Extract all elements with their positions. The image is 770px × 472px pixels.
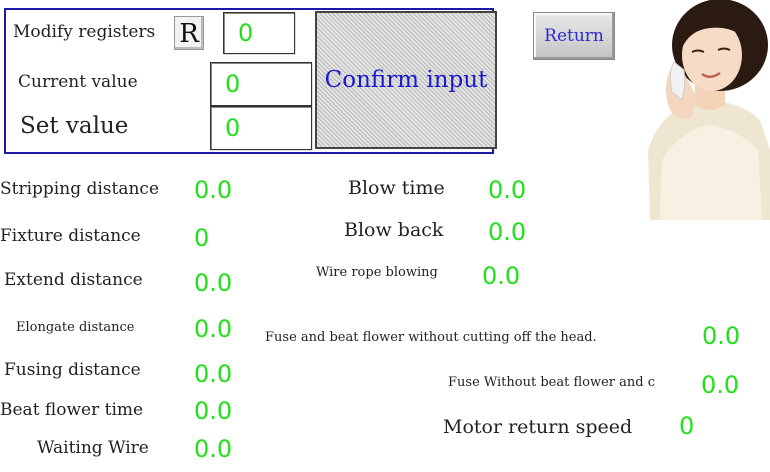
beat-flower-time-value[interactable]: 0.0 xyxy=(194,397,233,425)
current-value-field: 0 xyxy=(210,62,312,106)
beat-flower-time-label: Beat flower time xyxy=(0,400,144,420)
register-number-value: 0 xyxy=(238,19,254,47)
fuse-without-beat-value[interactable]: 0.0 xyxy=(701,371,740,399)
stripping-distance-label: Stripping distance xyxy=(0,179,160,199)
extend-distance-value[interactable]: 0.0 xyxy=(194,269,233,297)
set-value-display: 0 xyxy=(225,114,241,142)
fixture-distance-label: Fixture distance xyxy=(0,226,141,246)
register-select-button[interactable]: R xyxy=(174,16,204,50)
blow-time-value[interactable]: 0.0 xyxy=(488,176,527,204)
motor-return-speed-value[interactable]: 0 xyxy=(679,412,695,440)
fusing-distance-value[interactable]: 0.0 xyxy=(194,360,233,388)
blow-back-label: Blow back xyxy=(344,219,444,241)
register-number-field[interactable]: 0 xyxy=(223,12,295,54)
fuse-beat-no-cut-label: Fuse and beat flower without cutting off… xyxy=(265,330,597,345)
motor-return-speed-label: Motor return speed xyxy=(443,416,633,438)
extend-distance-label: Extend distance xyxy=(4,270,143,290)
stripping-distance-value[interactable]: 0.0 xyxy=(194,176,233,204)
fixture-distance-value[interactable]: 0 xyxy=(194,224,210,252)
modify-registers-label: Modify registers xyxy=(13,22,156,42)
blow-time-label: Blow time xyxy=(348,177,445,199)
confirm-input-button[interactable]: Confirm input xyxy=(315,11,497,149)
return-button[interactable]: Return xyxy=(533,12,615,60)
wire-rope-blowing-value[interactable]: 0.0 xyxy=(482,262,521,290)
elongate-distance-label: Elongate distance xyxy=(16,320,135,335)
fusing-distance-label: Fusing distance xyxy=(4,360,141,380)
fuse-without-beat-label: Fuse Without beat flower and c xyxy=(448,375,655,390)
fuse-beat-no-cut-value[interactable]: 0.0 xyxy=(702,322,741,350)
waiting-wire-label: Waiting Wire xyxy=(37,438,149,458)
operator-photo-icon xyxy=(640,0,770,220)
wire-rope-blowing-label: Wire rope blowing xyxy=(316,265,438,280)
waiting-wire-value[interactable]: 0.0 xyxy=(194,435,233,463)
blow-back-value[interactable]: 0.0 xyxy=(488,218,527,246)
set-value-field[interactable]: 0 xyxy=(210,106,312,150)
set-value-label: Set value xyxy=(20,113,129,139)
current-value-display: 0 xyxy=(225,70,241,98)
elongate-distance-value[interactable]: 0.0 xyxy=(194,315,233,343)
current-value-label: Current value xyxy=(18,72,138,92)
